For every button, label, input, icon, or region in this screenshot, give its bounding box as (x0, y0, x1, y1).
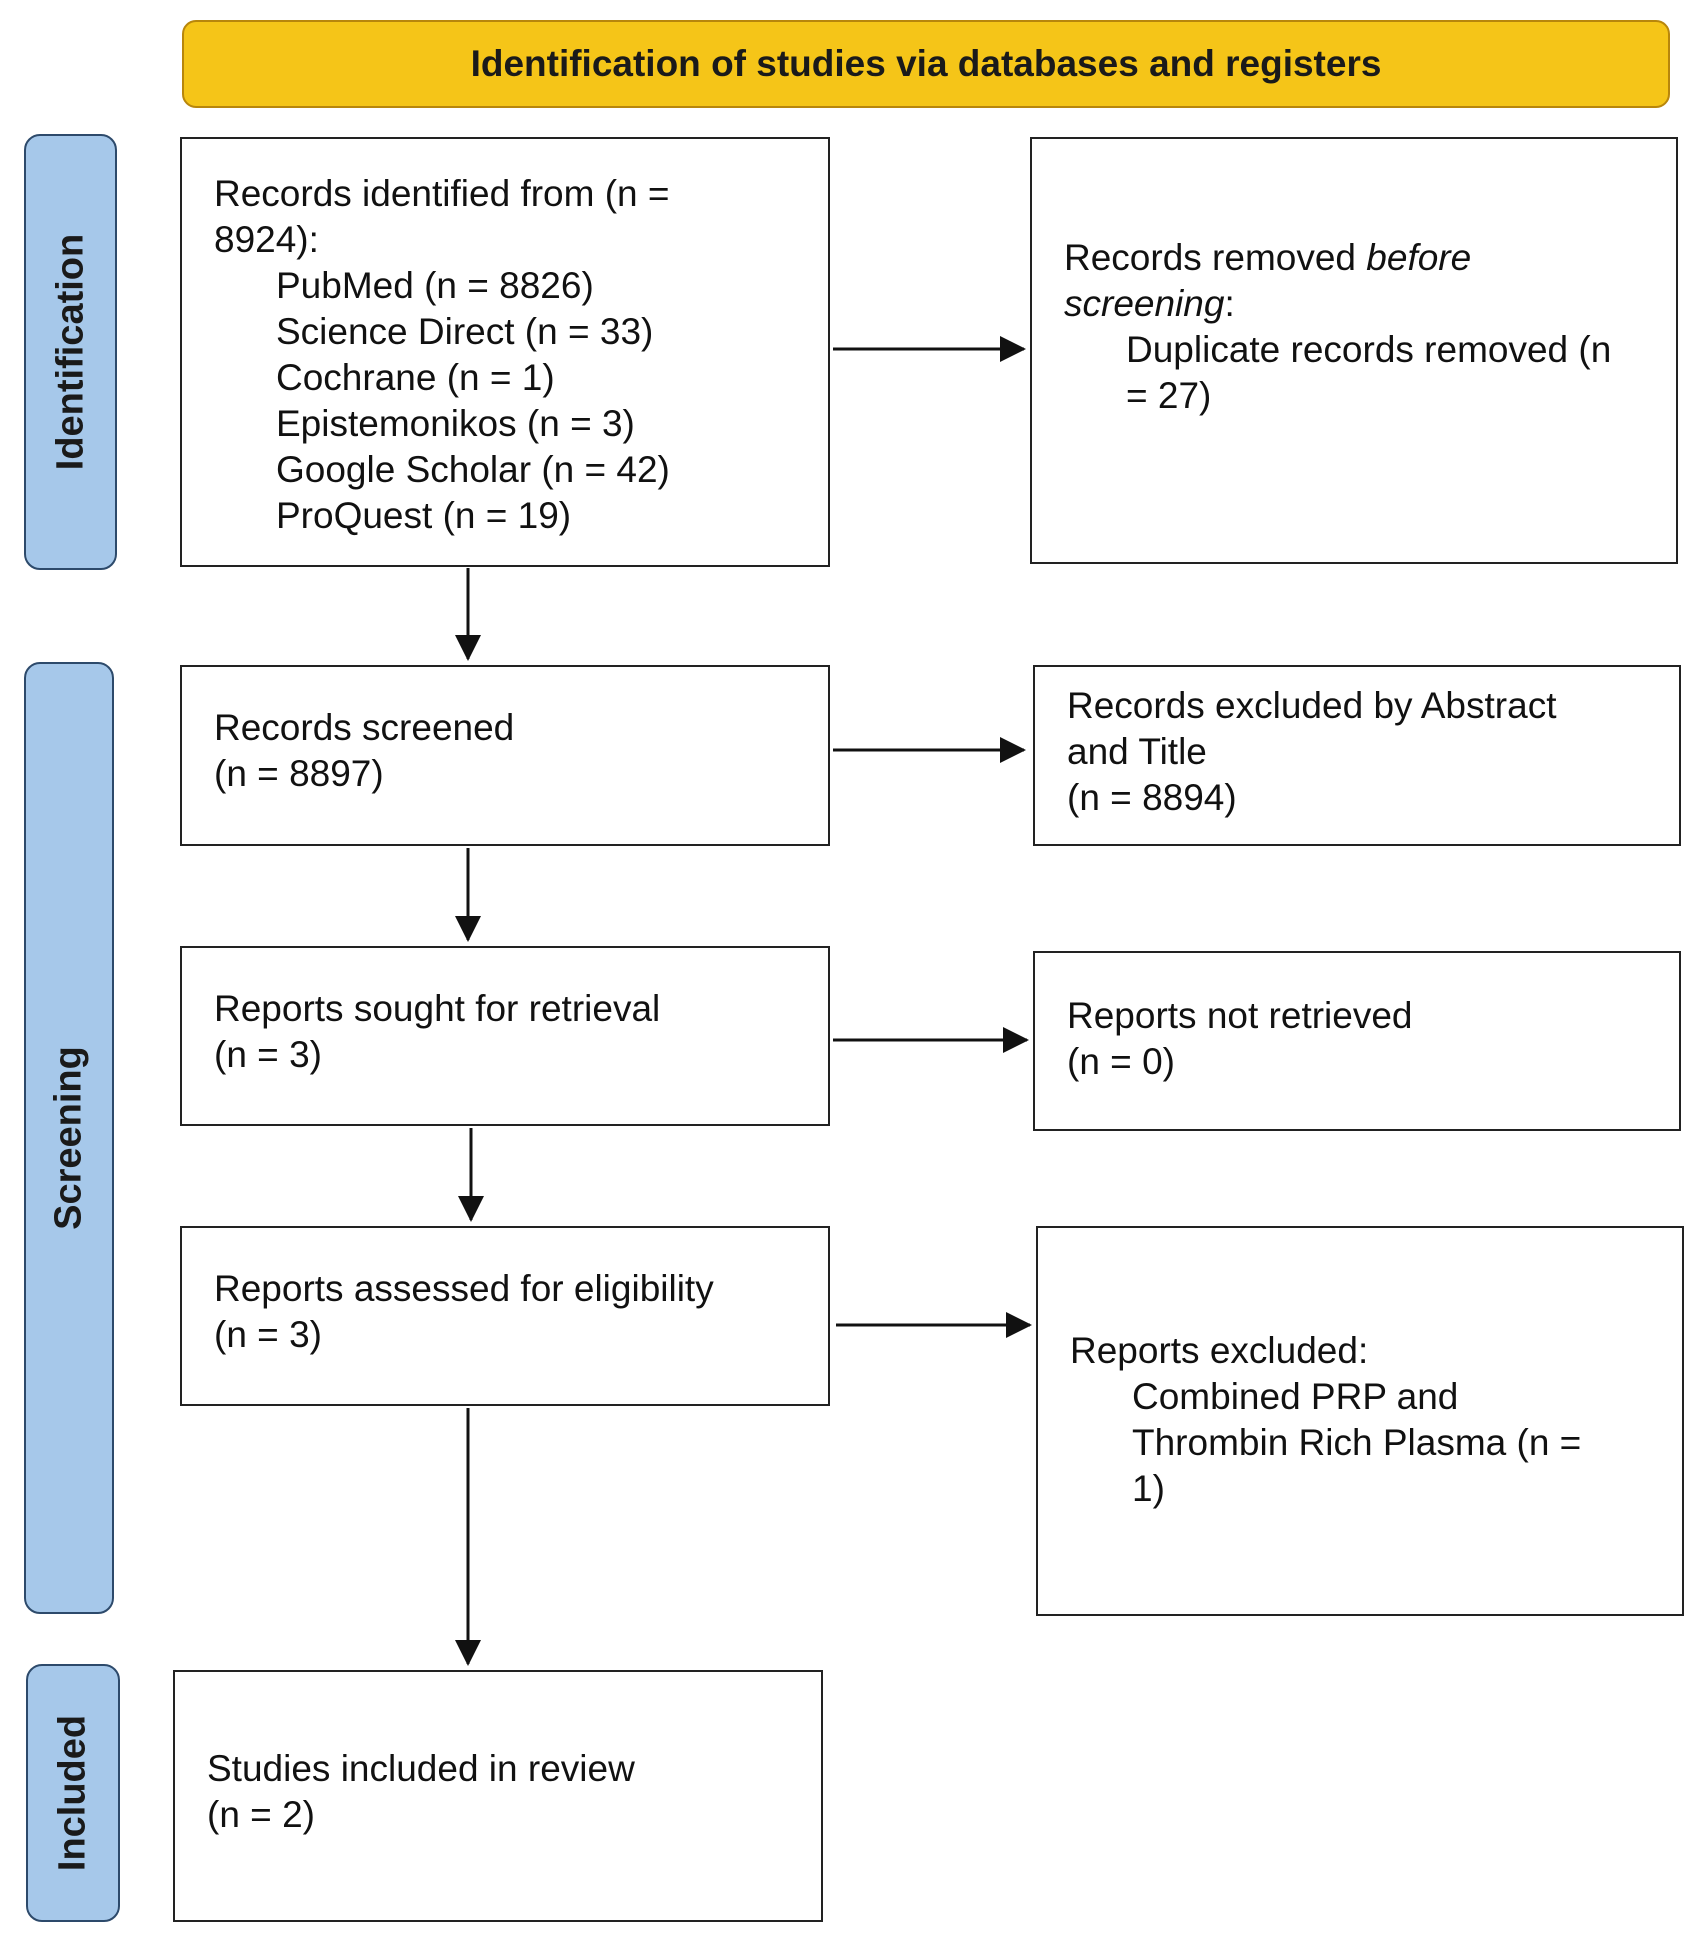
studies-included-line-2: (n = 2) (207, 1794, 315, 1835)
records-identified-line-1: Records identified from (n = (214, 173, 670, 214)
reports-sought-line-2: (n = 3) (214, 1034, 322, 1075)
header-bar: Identification of studies via databases … (182, 20, 1670, 108)
reports-excluded-title: Reports excluded: (1070, 1330, 1369, 1371)
records-removed-box: Records removed before screening: Duplic… (1030, 137, 1678, 564)
phase-identification: Identification (24, 134, 117, 570)
source-science-direct: Science Direct (n = 33) (276, 311, 654, 352)
reports-excluded-box: Reports excluded: Combined PRP and Throm… (1036, 1226, 1684, 1616)
reports-not-retrieved-box: Reports not retrieved (n = 0) (1033, 951, 1681, 1131)
studies-included-line-1: Studies included in review (207, 1748, 635, 1789)
records-screened-line-2: (n = 8897) (214, 753, 384, 794)
records-excluded-line-1: Records excluded by Abstract (1067, 685, 1557, 726)
source-cochrane: Cochrane (n = 1) (276, 357, 555, 398)
source-proquest: ProQuest (n = 19) (276, 495, 572, 536)
phase-screening: Screening (24, 662, 114, 1614)
reports-not-retrieved-line-2: (n = 0) (1067, 1041, 1175, 1082)
duplicates-line-1: Duplicate records removed (n (1126, 329, 1612, 370)
records-screened-line-1: Records screened (214, 707, 515, 748)
records-removed-line-2: screening: (1064, 281, 1611, 327)
duplicates-line-2: = 27) (1126, 375, 1212, 416)
reports-excluded-detail-2: Thrombin Rich Plasma (n = (1132, 1422, 1582, 1463)
source-epistemonikos: Epistemonikos (n = 3) (276, 403, 635, 444)
records-removed-text: Records removed (1064, 237, 1367, 278)
reports-sought-line-1: Reports sought for retrieval (214, 988, 661, 1029)
records-excluded-line-3: (n = 8894) (1067, 777, 1237, 818)
records-removed-colon: : (1224, 283, 1235, 324)
reports-not-retrieved-line-1: Reports not retrieved (1067, 995, 1413, 1036)
phase-included: Included (26, 1664, 120, 1922)
records-identified-box: Records identified from (n = 8924): PubM… (180, 137, 830, 567)
records-removed-before: before (1366, 237, 1472, 278)
reports-sought-box: Reports sought for retrieval (n = 3) (180, 946, 830, 1126)
reports-assessed-box: Reports assessed for eligibility (n = 3) (180, 1226, 830, 1406)
records-removed-line-1: Records removed before (1064, 235, 1611, 281)
reports-excluded-detail-1: Combined PRP and (1132, 1376, 1459, 1417)
source-google-scholar: Google Scholar (n = 42) (276, 449, 670, 490)
reports-assessed-line-2: (n = 3) (214, 1314, 322, 1355)
records-excluded-box: Records excluded by Abstract and Title (… (1033, 665, 1681, 846)
source-pubmed: PubMed (n = 8826) (276, 265, 594, 306)
records-removed-screening: screening (1064, 283, 1225, 324)
reports-assessed-line-1: Reports assessed for eligibility (214, 1268, 714, 1309)
records-identified-line-2: 8924): (214, 219, 319, 260)
reports-excluded-detail-3: 1) (1132, 1468, 1165, 1509)
header-title: Identification of studies via databases … (470, 43, 1382, 84)
records-excluded-line-2: and Title (1067, 731, 1207, 772)
studies-included-box: Studies included in review (n = 2) (173, 1670, 823, 1922)
records-screened-box: Records screened (n = 8897) (180, 665, 830, 846)
